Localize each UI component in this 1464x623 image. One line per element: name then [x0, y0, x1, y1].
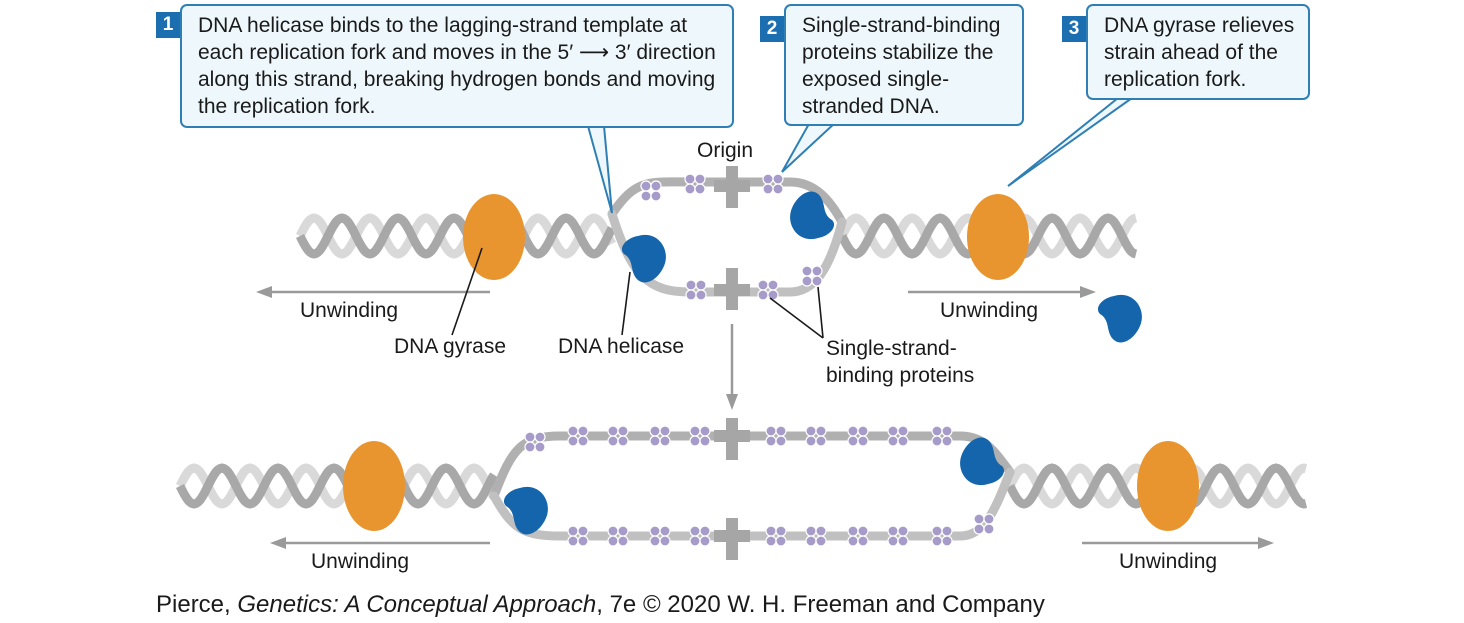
callout-step-1-text: DNA helicase binds to the lagging-strand… [198, 14, 716, 118]
dna-double-helix-left [295, 213, 616, 259]
figure-credit: Pierce, Genetics: A Conceptual Approach,… [156, 590, 1045, 620]
leader-lines [451, 247, 824, 339]
dna-helicase-label: DNA helicase [558, 335, 685, 358]
unwinding-arrow-lower-right [1082, 537, 1274, 549]
unwinding-label-left: Unwinding [300, 299, 399, 322]
step-badge-2: 2 [760, 16, 784, 42]
unwinding-label-lower-right: Unwinding [1119, 550, 1218, 573]
helix-strand-front [175, 463, 498, 509]
dna-gyrase-bottom-left [343, 441, 405, 531]
callout-step-2: Single-strand-binding proteins stabilize… [784, 4, 1024, 126]
transition-arrow [726, 324, 738, 410]
unwinding-arrow-right [908, 286, 1096, 298]
unwinding-label-right: Unwinding [940, 299, 1039, 322]
callout-step-3: DNA gyrase relieves strain ahead of the … [1086, 4, 1310, 100]
credit-author: Pierce, [156, 591, 238, 618]
helix-strand-back [175, 463, 498, 509]
helix-strand-back [295, 213, 616, 259]
dna-helicase-lower-left [503, 486, 548, 535]
callout-step-1: DNA helicase binds to the lagging-strand… [180, 4, 734, 128]
callout-step-3-text: DNA gyrase relieves strain ahead of the … [1104, 14, 1295, 91]
free-dna-helicase [1097, 294, 1142, 343]
dna-gyrase-top-right [967, 194, 1029, 280]
step-badge-1: 1 [156, 12, 180, 38]
ssb-label-line2: binding proteins [826, 364, 975, 387]
dna-gyrase-bottom-right [1137, 441, 1199, 531]
credit-rest: , 7e © 2020 W. H. Freeman and Company [596, 591, 1045, 618]
credit-title: Genetics: A Conceptual Approach [237, 591, 597, 618]
dna-gyrase-top-left [463, 194, 525, 280]
step-badge-3: 3 [1062, 16, 1086, 42]
callout-pointers [587, 97, 1133, 214]
helix-strand-front [295, 213, 616, 259]
unwinding-arrow-lower-left [270, 537, 490, 549]
replication-bubble-bottom [489, 418, 1015, 560]
single-strand-binding-protein-row [524, 425, 995, 547]
dna-double-helix-left-lower [175, 463, 498, 509]
origin-label: Origin [697, 139, 754, 162]
ssb-label-line1: Single-strand- [826, 337, 957, 360]
unwinding-arrow-left [256, 286, 490, 298]
unwinding-label-lower-left: Unwinding [311, 550, 410, 573]
callout-step-2-text: Single-strand-binding proteins stabilize… [802, 14, 1001, 118]
dna-gyrase-label: DNA gyrase [394, 335, 507, 358]
